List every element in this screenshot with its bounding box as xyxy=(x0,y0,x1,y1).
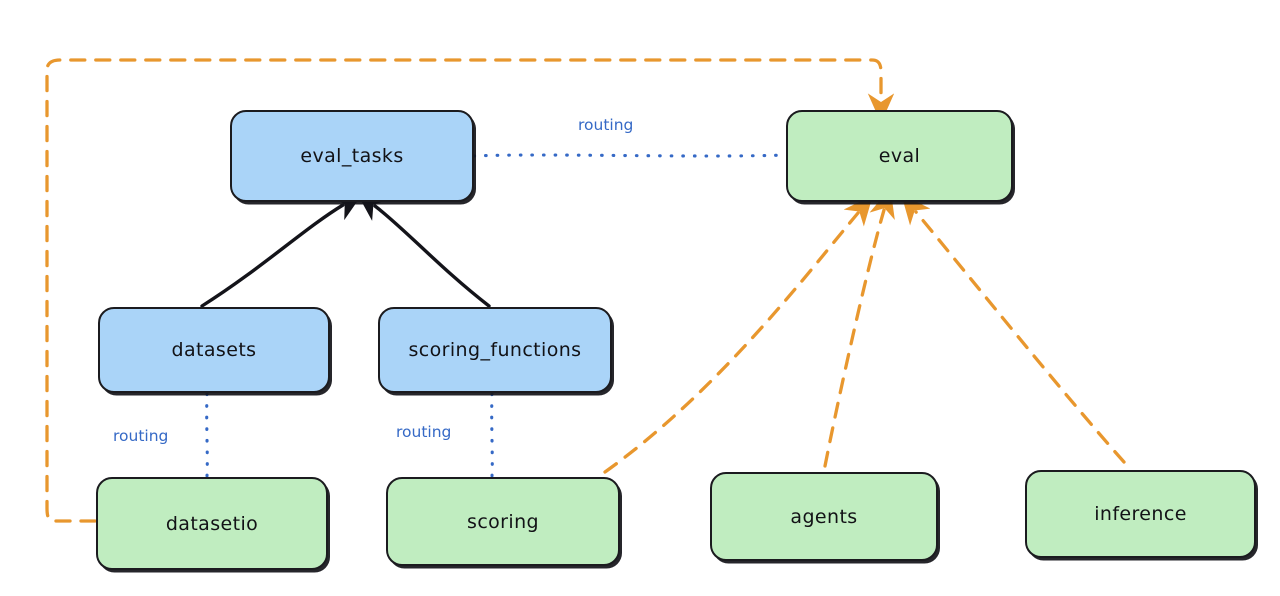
node-label-scoring-functions: scoring_functions xyxy=(408,339,582,361)
edge-datasets-eval_tasks xyxy=(200,192,364,308)
edge-scoring-eval xyxy=(603,195,873,474)
edge-label-routing-datasetio: routing xyxy=(113,427,169,445)
edge-eval_tasks-eval xyxy=(472,153,787,158)
node-datasets[interactable]: datasets xyxy=(98,307,330,393)
node-label-eval-tasks: eval_tasks xyxy=(300,145,404,167)
node-agents[interactable]: agents xyxy=(710,472,938,561)
edge-scoring_functions-eval_tasks xyxy=(356,191,491,308)
edge-datasetio-eval xyxy=(45,58,895,523)
node-label-inference: inference xyxy=(1094,503,1187,525)
edge-label-routing-eval: routing xyxy=(578,116,634,134)
node-label-datasets: datasets xyxy=(171,339,257,361)
edge-scoring_functions-scoring xyxy=(490,392,494,478)
node-inference[interactable]: inference xyxy=(1025,470,1256,558)
node-label-eval: eval xyxy=(878,145,921,167)
edge-label-routing-scoring: routing xyxy=(396,423,452,441)
node-eval-tasks[interactable]: eval_tasks xyxy=(230,110,474,202)
edge-inference-eval xyxy=(901,194,1126,464)
edge-agents-eval xyxy=(823,187,895,468)
node-datasetio[interactable]: datasetio xyxy=(96,477,328,570)
node-label-agents: agents xyxy=(790,505,858,528)
node-eval[interactable]: eval xyxy=(786,110,1013,202)
node-label-datasetio: datasetio xyxy=(165,512,259,535)
node-label-scoring: scoring xyxy=(467,510,539,533)
node-scoring[interactable]: scoring xyxy=(386,477,620,566)
edge-datasets-datasetio xyxy=(205,392,209,478)
node-scoring-functions[interactable]: scoring_functions xyxy=(378,307,612,393)
